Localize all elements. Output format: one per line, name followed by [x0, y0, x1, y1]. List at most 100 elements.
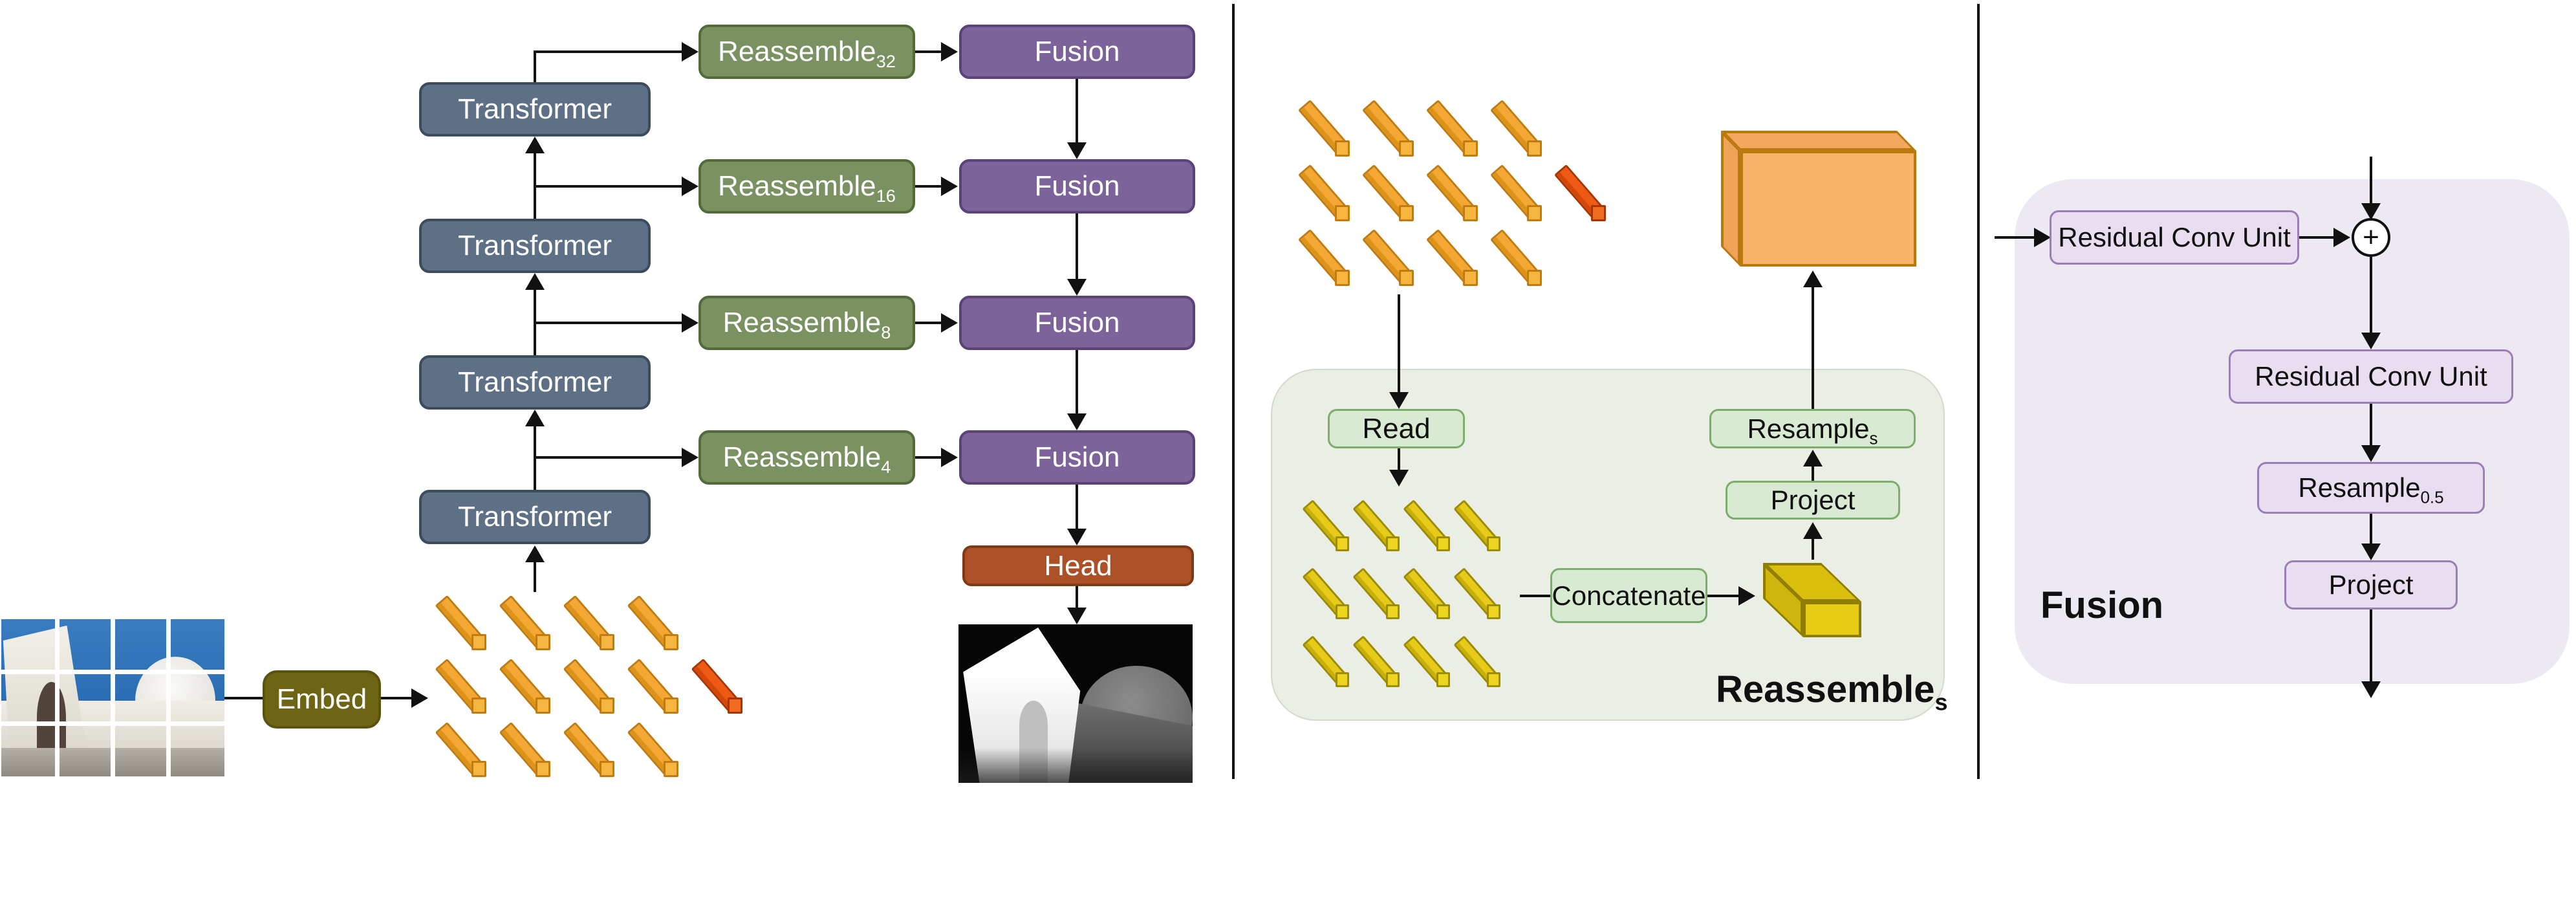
head-label: Head	[1044, 549, 1112, 582]
arrow-r32-f1-head	[941, 42, 958, 61]
patch-token	[1422, 164, 1481, 222]
patch-token	[1299, 635, 1352, 688]
patch-token	[1349, 499, 1402, 552]
branch-reassemble4-head	[682, 448, 698, 467]
arrow-project-exit-head	[2361, 681, 2381, 698]
arrow-rcu2-to-resample-head	[2361, 445, 2381, 462]
arrow-tokens-to-read	[1398, 294, 1400, 393]
yellow-feature-cuboid	[1763, 563, 1862, 637]
arrow-concat-to-cuboid	[1707, 595, 1738, 597]
input-grid-v2	[111, 619, 116, 776]
patch-token	[1450, 499, 1503, 552]
arrow-rcu1-to-plus-head	[2333, 228, 2350, 247]
resample-05-label: Resample0.5	[2298, 472, 2444, 507]
patch-token	[1299, 499, 1352, 552]
branch-reassemble8	[536, 322, 682, 324]
arrow-f2-f3-head	[1067, 279, 1087, 296]
line-image-to-embed	[224, 697, 263, 699]
fusion-box-1: Fusion	[959, 25, 1195, 79]
arrow-plus-to-rcu2-head	[2361, 333, 2381, 349]
arrow-r16-f2-head	[941, 177, 958, 196]
patch-token	[1349, 567, 1402, 620]
patch-token	[1422, 229, 1481, 287]
arrow-project-to-resample-head	[1803, 450, 1823, 466]
patch-token	[1400, 567, 1453, 620]
arrow-left-into-rcu1-head	[2034, 228, 2051, 247]
patch-token	[430, 721, 490, 778]
input-grid-v3	[166, 619, 171, 776]
section-divider-2	[1977, 4, 1980, 779]
spine-t1-top	[534, 50, 536, 82]
arrow-f3-f4-head	[1067, 413, 1087, 430]
arrow-resample-to-output-head	[1803, 270, 1823, 287]
reassemble-s-panel-label: Reassembles	[1716, 668, 1948, 716]
reassemble-8-label: Reassemble8	[722, 307, 891, 342]
fusion-box-3: Fusion	[959, 296, 1195, 350]
arrow-f4-head-head	[1067, 529, 1087, 545]
reassemble-8-box: Reassemble8	[698, 296, 915, 350]
resample-05-box: Resample0.5	[2257, 462, 2485, 514]
transformer-label-3: Transformer	[458, 366, 612, 398]
branch-reassemble4	[536, 456, 682, 459]
reassemble-4-label: Reassemble4	[722, 441, 891, 477]
readout-token	[686, 658, 746, 714]
fusion-label-1: Fusion	[1034, 36, 1120, 67]
arrow-embed-to-tokens-shaft	[381, 697, 411, 699]
read-label: Read	[1362, 412, 1431, 445]
depth-floor-fade	[958, 748, 1193, 783]
patch-token	[1358, 229, 1417, 287]
spine-t4-t3-head	[525, 410, 545, 426]
orange-cuboid-side	[1721, 131, 1740, 267]
branch-reassemble8-head	[682, 313, 698, 333]
line-tokens-to-concatenate	[1520, 595, 1550, 597]
arrow-f3-f4	[1076, 350, 1078, 415]
arrow-plus-to-rcu2	[2370, 257, 2372, 335]
arrow-embed-to-tokens-head	[411, 688, 428, 708]
patch-token	[494, 595, 554, 651]
patch-token	[1486, 100, 1545, 157]
orange-cuboid-top	[1721, 131, 1916, 151]
concatenate-box: Concatenate	[1550, 568, 1707, 623]
branch-reassemble32-head	[682, 42, 698, 61]
arrow-rcu1-to-plus	[2299, 236, 2333, 239]
arrow-resample-to-project-head	[2361, 543, 2381, 560]
concatenate-label: Concatenate	[1552, 580, 1706, 611]
patch-token	[430, 595, 490, 651]
section-divider-1	[1232, 4, 1235, 779]
project-label-right: Project	[2328, 569, 2414, 600]
patch-token	[558, 721, 618, 778]
patch-token	[558, 658, 618, 714]
fusion-label-3: Fusion	[1034, 307, 1120, 338]
arrow-left-into-rcu1	[1995, 236, 2034, 239]
arrow-resample-to-output	[1812, 283, 1814, 409]
patch-token	[1293, 229, 1353, 287]
arrow-f1-f2-head	[1067, 142, 1087, 159]
input-image	[1, 619, 224, 776]
arrow-head-output-head	[1067, 608, 1087, 624]
arrow-resample-to-project	[2370, 514, 2372, 545]
input-grid-h2	[1, 721, 224, 726]
patch-token	[1422, 100, 1481, 157]
fusion-box-2: Fusion	[959, 159, 1195, 214]
patch-token	[622, 721, 682, 778]
orange-feature-cuboid	[1721, 131, 1916, 267]
arrow-top-into-plus	[2370, 157, 2372, 207]
arrow-r8-f3-head	[941, 313, 958, 333]
reassemble-16-box: Reassemble16	[698, 159, 915, 214]
patch-token	[622, 658, 682, 714]
branch-reassemble16-head	[682, 177, 698, 196]
transformer-box-2: Transformer	[419, 219, 651, 273]
spine-t3-t2-head	[525, 273, 545, 290]
spine-t2-t1	[534, 146, 536, 219]
patch-token	[1349, 635, 1402, 688]
spine-t3-t2	[534, 283, 536, 355]
arrow-r4-f4-head	[941, 448, 958, 467]
transformer-label-1: Transformer	[458, 93, 612, 125]
reassemble-32-label: Reassemble32	[718, 36, 896, 71]
patch-token	[1293, 164, 1353, 222]
fusion-panel-label: Fusion	[2040, 584, 2164, 626]
patch-token	[1358, 164, 1417, 222]
fusion-label-2: Fusion	[1034, 170, 1120, 202]
spine-t4-t3	[534, 419, 536, 490]
